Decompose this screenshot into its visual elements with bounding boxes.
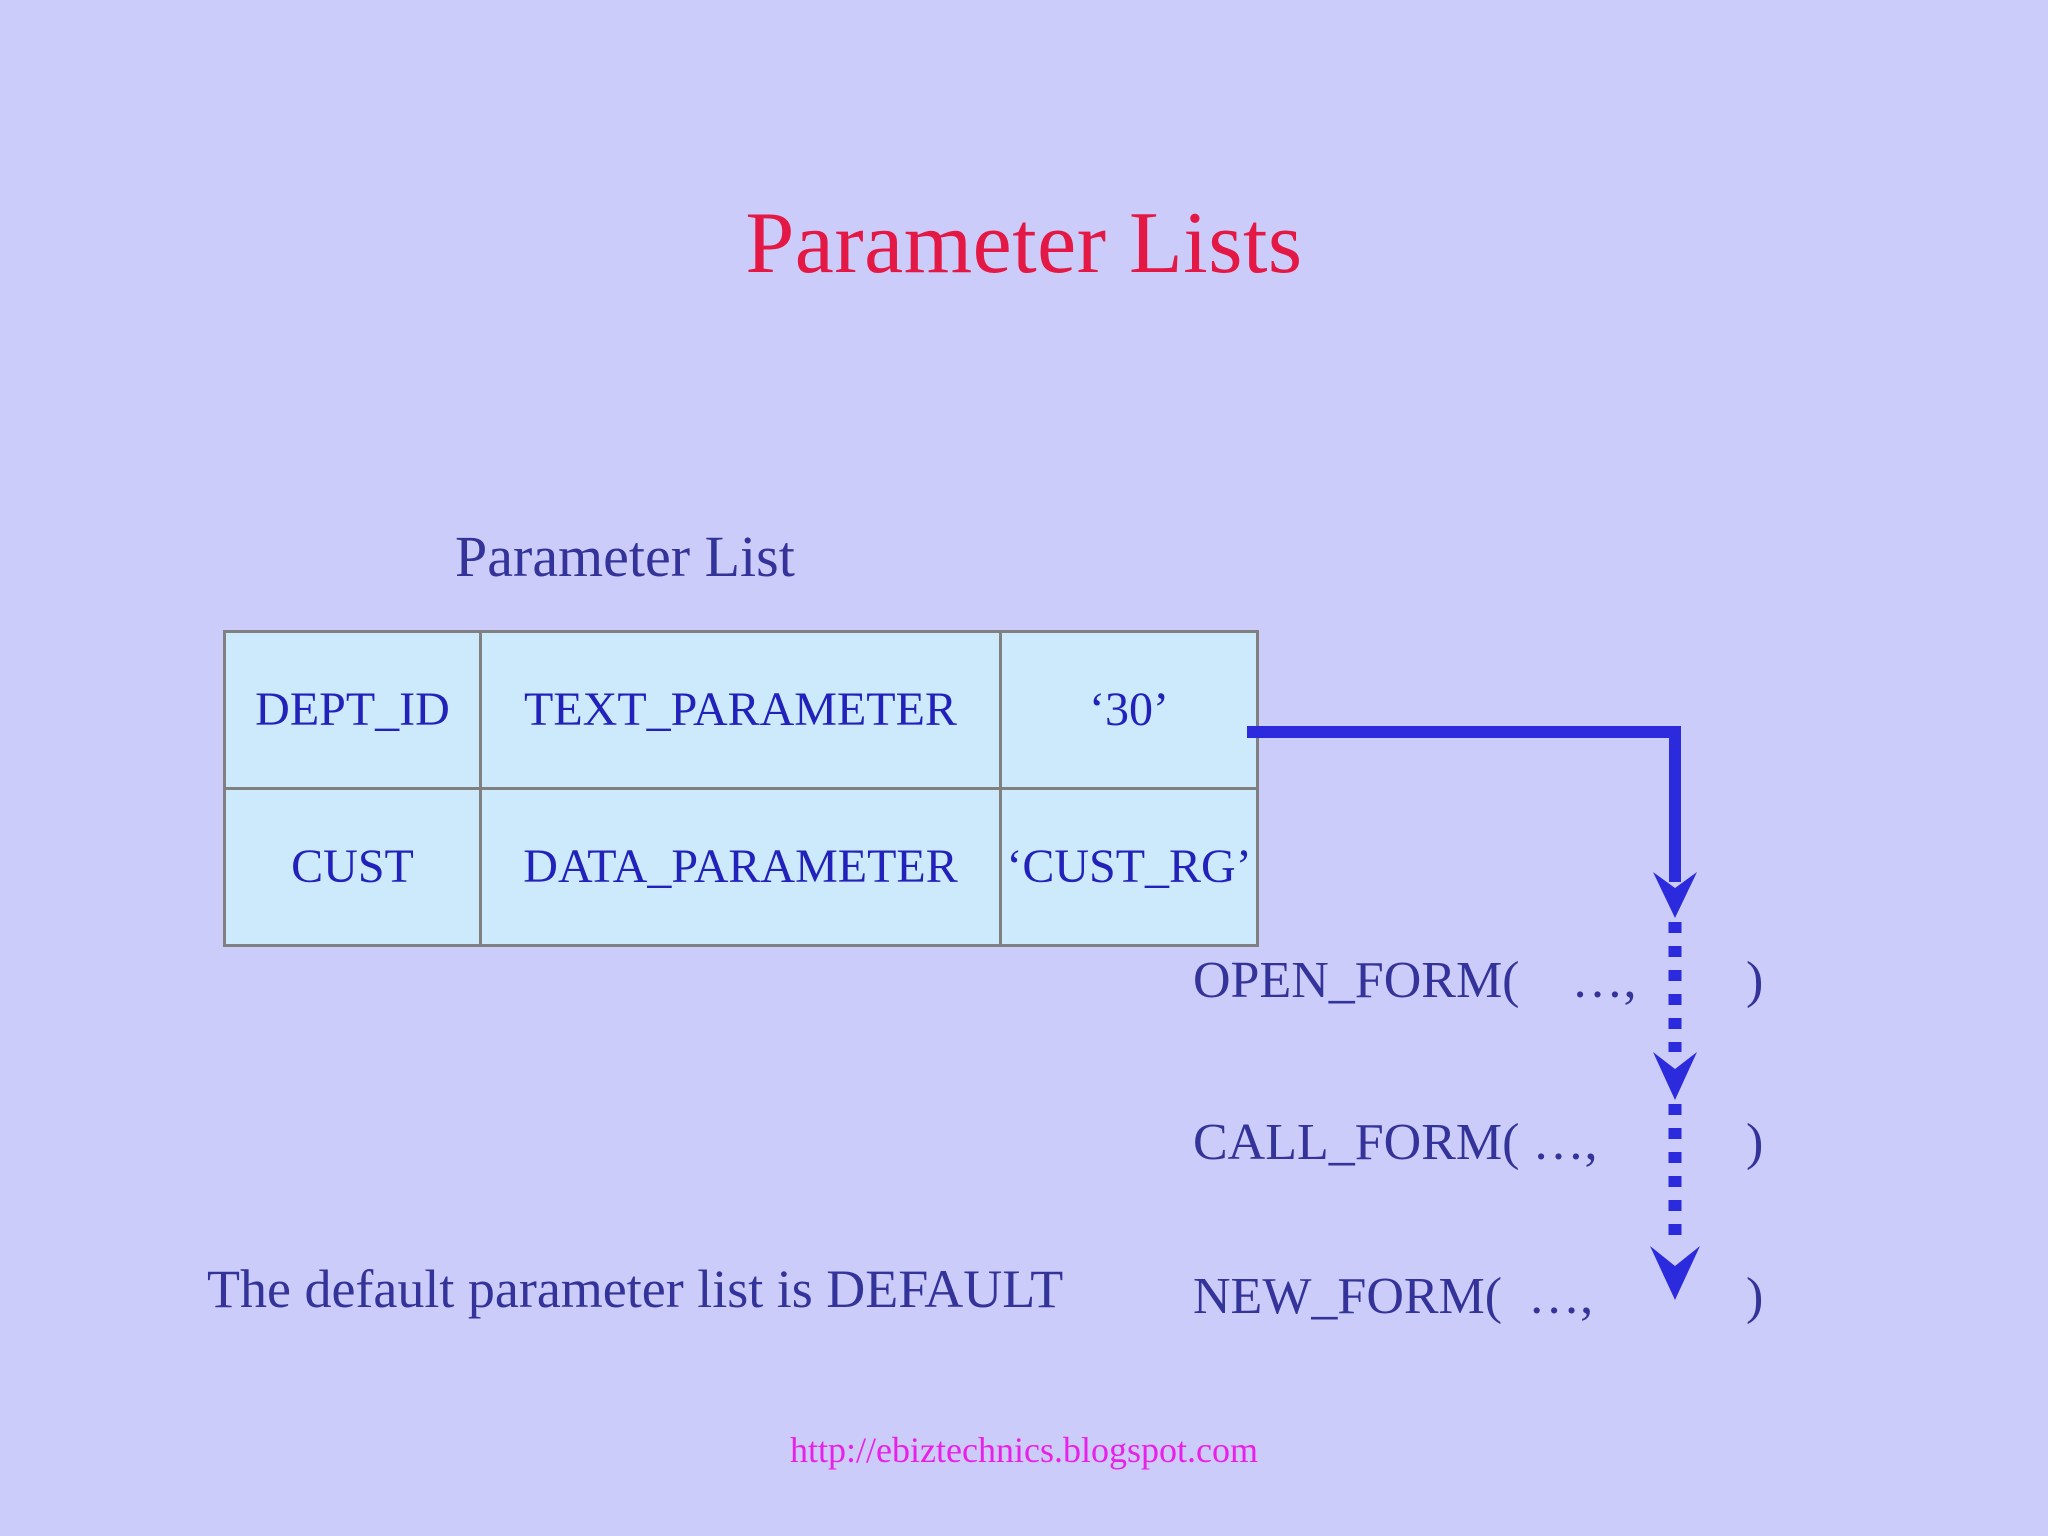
cell-param-type: TEXT_PARAMETER	[479, 630, 1002, 790]
form-call-open-form: OPEN_FORM( …,	[1193, 952, 1637, 1009]
cell-param-name: DEPT_ID	[223, 630, 482, 790]
parameter-list-table: DEPT_ID TEXT_PARAMETER ‘30’ CUST DATA_PA…	[223, 630, 1259, 947]
parameter-list-connector	[1247, 726, 1700, 1300]
default-parameter-list-note: The default parameter list is DEFAULT	[207, 1259, 1064, 1319]
cell-param-type: DATA_PARAMETER	[479, 787, 1002, 947]
table-row: DEPT_ID TEXT_PARAMETER ‘30’	[223, 630, 1259, 790]
parameter-list-heading: Parameter List	[455, 524, 795, 589]
page-title: Parameter Lists	[745, 195, 1303, 292]
cell-param-value: ‘30’	[999, 630, 1259, 790]
table-row: CUST DATA_PARAMETER ‘CUST_RG’	[223, 787, 1259, 947]
connector-elbow-line	[1247, 726, 1681, 882]
form-call-new-form-close-paren: )	[1746, 1268, 1764, 1325]
cell-param-value: ‘CUST_RG’	[999, 787, 1259, 947]
form-call-open-form-close-paren: )	[1746, 952, 1764, 1009]
arrowhead-icon	[1653, 1052, 1697, 1100]
cell-param-name: CUST	[223, 787, 482, 947]
form-call-call-form-close-paren: )	[1746, 1114, 1764, 1171]
arrowhead-icon	[1653, 872, 1697, 918]
form-call-call-form: CALL_FORM( …,	[1193, 1114, 1598, 1171]
footer-url[interactable]: http://ebiztechnics.blogspot.com	[790, 1430, 1258, 1470]
arrowhead-icon	[1650, 1246, 1700, 1300]
form-call-new-form: NEW_FORM( …,	[1193, 1268, 1594, 1325]
